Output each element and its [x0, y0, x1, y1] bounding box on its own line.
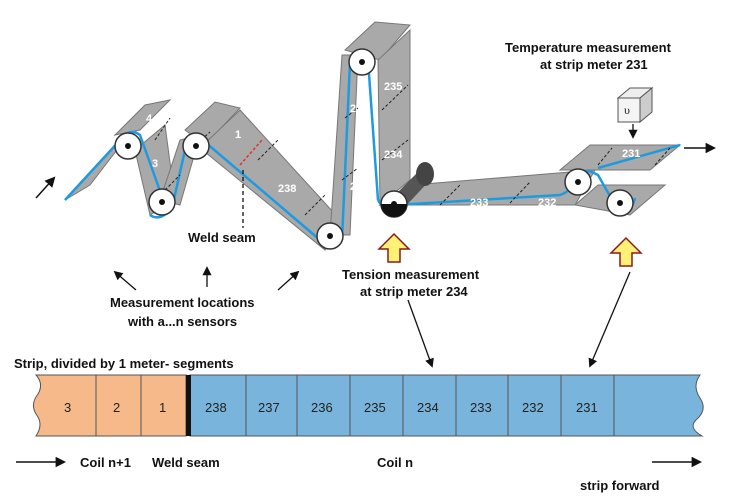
- strip-vertical-234: [377, 28, 411, 207]
- measurement-label-line2: with a...n sensors: [127, 314, 237, 329]
- cell-231: 231: [576, 400, 598, 415]
- sensor-symbol: υ: [624, 103, 630, 117]
- seg-233: 233: [470, 197, 488, 209]
- bottom-weld-label: Weld seam: [152, 455, 220, 470]
- seg-236: 236: [350, 103, 368, 115]
- entry-arrow: [35, 176, 56, 199]
- tension-label-line1: Tension measurement: [342, 267, 480, 282]
- weld-seam-mark: [239, 139, 263, 166]
- meas-arrow-left: [113, 270, 137, 291]
- roller-6-tension: [380, 162, 434, 218]
- seg-4: 4: [146, 113, 153, 125]
- new-coil-strip: [32, 374, 187, 437]
- temperature-pointer: [588, 271, 631, 368]
- cell-234: 234: [417, 400, 439, 415]
- strip-diagram: 3 2 1 238 237 236 235 234 233 232 231: [32, 374, 704, 437]
- cell-238: 238: [205, 400, 227, 415]
- seg-1: 1: [235, 129, 241, 141]
- cell-237: 237: [258, 400, 280, 415]
- seg-234: 234: [384, 149, 403, 161]
- seg-3: 3: [152, 158, 158, 170]
- strip-forward-label: strip forward: [580, 478, 660, 493]
- roller-5: [348, 48, 376, 76]
- temperature-arrow: [609, 236, 643, 267]
- seg-238: 238: [278, 183, 296, 195]
- roller-1: [114, 132, 142, 160]
- seg-235: 235: [384, 81, 402, 93]
- temperature-label-line2: at strip meter 231: [540, 57, 648, 72]
- seg-232: 232: [538, 197, 556, 209]
- cell-3: 3: [64, 400, 71, 415]
- weld-seam-label: Weld seam: [188, 230, 256, 245]
- weld-seam-bar: [186, 375, 191, 436]
- coil-current-label: Coil n: [377, 455, 413, 470]
- roller-2: [148, 188, 176, 216]
- cell-235: 235: [364, 400, 386, 415]
- seg-2: 2: [189, 171, 195, 183]
- cell-2: 2: [113, 400, 120, 415]
- seg-231: 231: [622, 148, 640, 160]
- strip-caption: Strip, divided by 1 meter- segments: [14, 356, 234, 371]
- old-coil-strip: [189, 374, 704, 437]
- strip-path: 4 3 2 1 238 237 236 235 234 233 232 231: [64, 21, 682, 251]
- measurement-label-line1: Measurement locations: [110, 295, 255, 310]
- cell-233: 233: [470, 400, 492, 415]
- cell-232: 232: [522, 400, 544, 415]
- temperature-sensor: υ: [616, 86, 654, 139]
- roller-4: [316, 222, 344, 250]
- coil-next-label: Coil n+1: [80, 455, 131, 470]
- tension-pointer: [407, 299, 434, 368]
- roller-7: [564, 168, 592, 196]
- meas-arrow-right: [277, 270, 300, 291]
- roller-8: [606, 189, 634, 217]
- temperature-label-line1: Temperature measurement: [505, 40, 672, 55]
- roller-3: [182, 132, 210, 160]
- seg-237: 237: [350, 181, 368, 193]
- tension-label-line2: at strip meter 234: [360, 284, 468, 299]
- cell-1: 1: [159, 400, 166, 415]
- rollers: [114, 48, 634, 250]
- tension-arrow: [377, 232, 411, 263]
- cell-236: 236: [311, 400, 333, 415]
